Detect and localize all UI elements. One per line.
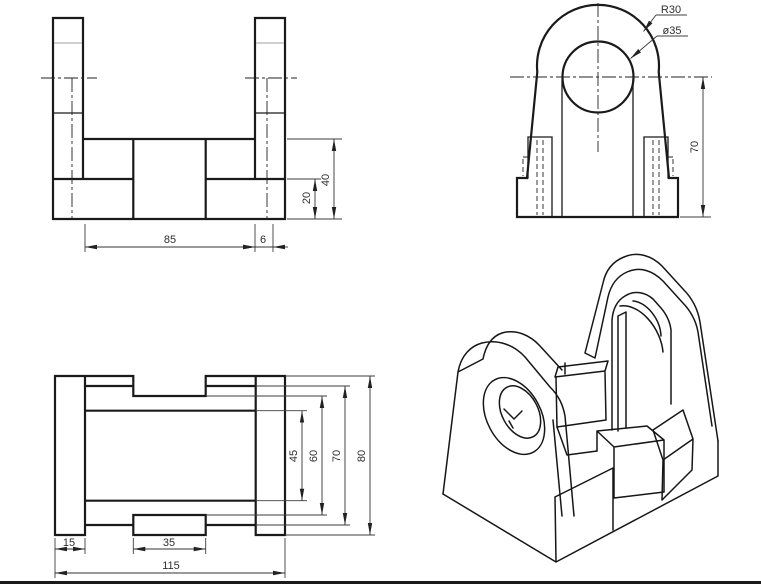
diameter-35-label: ø35	[663, 25, 682, 37]
dim-15-label: 15	[63, 537, 75, 549]
side-view: R30 ø35 70	[510, 3, 712, 219]
dim-35-label: 35	[163, 537, 175, 549]
leader-r30	[643, 14, 657, 32]
isometric-view	[442, 253, 719, 563]
iso-center-plate	[617, 311, 627, 432]
top-extension-lines	[54, 375, 375, 578]
front-view: 85 6 40 20	[41, 16, 342, 252]
bottom-border	[0, 581, 761, 584]
iso-left-hole-outer	[482, 376, 546, 456]
dim-6-label: 6	[260, 234, 266, 246]
dim-40-label: 40	[320, 174, 332, 186]
dim-80-label: 80	[356, 450, 368, 462]
iso-channel-floor	[556, 426, 598, 456]
leader-dia35	[630, 35, 658, 59]
dim-20-label: 20	[301, 192, 313, 204]
iso-right-hole	[619, 300, 664, 353]
radius-r30-label: R30	[661, 4, 681, 16]
dim-45-label: 45	[288, 450, 300, 462]
iso-right-lug	[584, 253, 719, 442]
dim-60-label: 60	[308, 450, 320, 462]
side-centerlines	[510, 3, 712, 152]
side-slot-edges	[527, 79, 669, 218]
side-part-outline	[515, 3, 680, 219]
dim-70-side-label: 70	[689, 141, 701, 153]
front-part-outline	[51, 16, 287, 221]
iso-left-lug	[442, 331, 575, 517]
iso-center-tab	[596, 425, 665, 499]
iso-base-outline	[442, 440, 719, 563]
top-view: 15 35 115 45 60 70 80	[53, 374, 375, 578]
top-part-outline	[53, 374, 287, 537]
iso-right-arch-opening	[611, 291, 672, 431]
dim-70-top-label: 70	[331, 450, 343, 462]
front-extension-lines	[84, 138, 342, 252]
iso-left-hole-detail	[503, 408, 523, 429]
iso-right-steps	[652, 409, 694, 501]
side-hidden-lines	[522, 140, 674, 215]
dim-85-label: 85	[164, 234, 176, 246]
iso-front-apron	[554, 467, 614, 562]
iso-rail	[554, 360, 609, 428]
iso-left-hole-inner	[498, 385, 542, 439]
dim-115-label: 115	[162, 560, 180, 572]
front-centerlines	[41, 77, 297, 219]
